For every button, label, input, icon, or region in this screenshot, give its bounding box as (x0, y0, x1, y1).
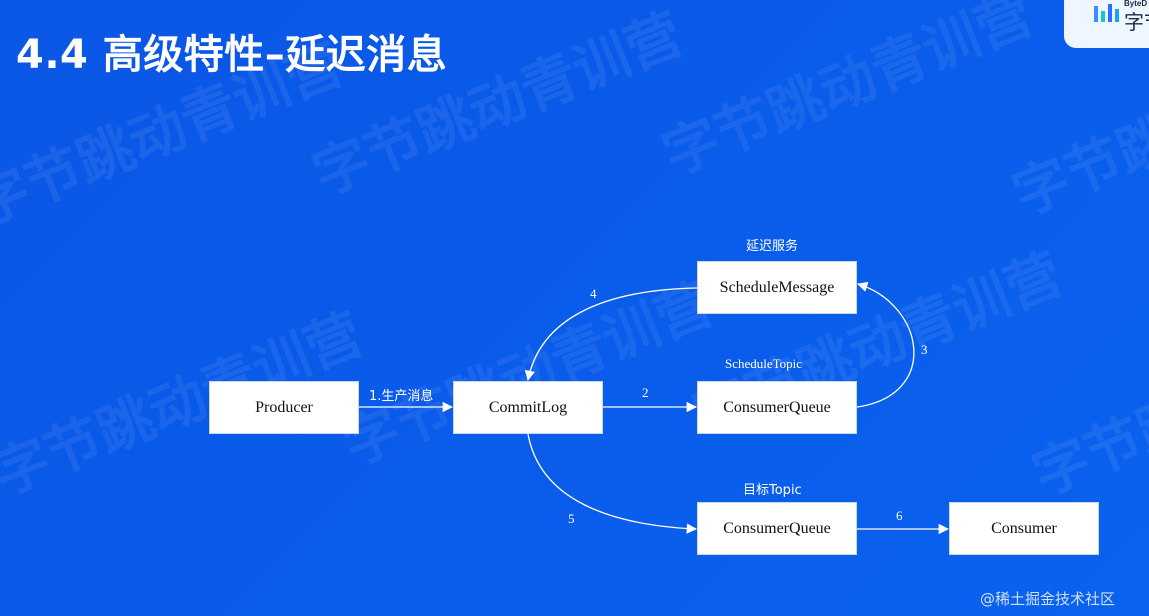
logo-big-text: 字节 (1124, 10, 1149, 34)
group-label-target-topic: 目标Topic (743, 483, 802, 498)
logo: ByteD 字节 (1064, 0, 1149, 48)
edge-schedule-message-commitlog (524, 287, 698, 382)
edge-label-3: 3 (921, 342, 928, 357)
node-commitlog: CommitLog (453, 381, 603, 434)
edge-label-1: 1.生产消息 (369, 389, 434, 404)
node-consumer: Consumer (949, 502, 1099, 555)
bytedance-logo-icon (1094, 4, 1119, 22)
edge-commitlog-target-queue (527, 433, 698, 534)
credit-text: @稀土掘金技术社区 (980, 590, 1116, 608)
edge-schedule-queue-schedule-message (856, 281, 915, 408)
group-label-delay-service: 延迟服务 (746, 239, 799, 254)
group-label-schedule-topic: ScheduleTopic (725, 356, 803, 371)
node-schedule-queue: ConsumerQueue (697, 381, 857, 434)
edge-label-5: 5 (568, 511, 575, 526)
node-target-queue: ConsumerQueue (697, 502, 857, 555)
logo-small-text: ByteD (1124, 0, 1148, 8)
node-schedule-message: ScheduleMessage (697, 261, 857, 314)
edge-label-2: 2 (642, 385, 649, 400)
edge-label-6: 6 (896, 508, 903, 523)
slide-title: 4.4 高级特性–延迟消息 (16, 32, 448, 78)
node-producer: Producer (209, 381, 359, 434)
edge-label-4: 4 (590, 286, 597, 301)
